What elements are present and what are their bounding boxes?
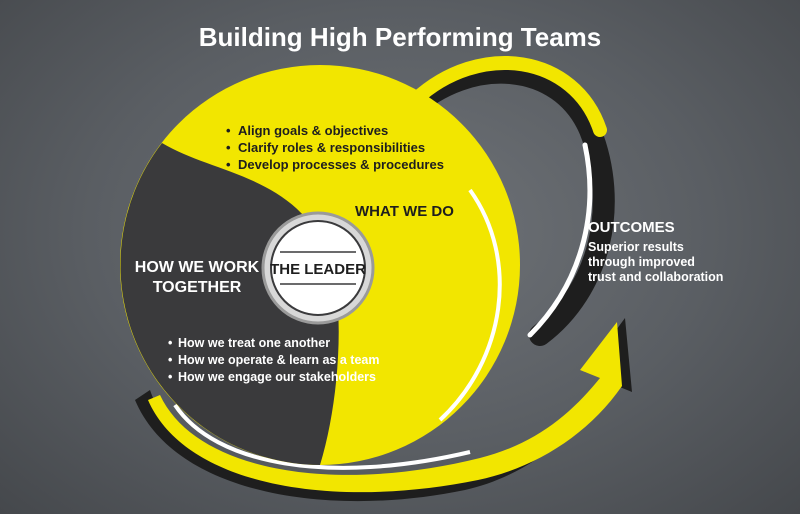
how-we-work-bullet: •: [168, 370, 172, 384]
outcomes-block: OUTCOMES Superior results through improv…: [588, 219, 723, 284]
swoosh-ring: [399, 55, 615, 346]
how-we-work-label-line1: HOW WE WORK: [135, 259, 260, 276]
list-item: How we treat one another: [178, 336, 330, 350]
list-item: How we engage our stakeholders: [178, 370, 376, 384]
how-we-work-list: • How we treat one another • How we oper…: [168, 336, 379, 384]
list-item: How we operate & learn as a team: [178, 353, 379, 367]
outcomes-line: Superior results: [588, 240, 684, 254]
leader-badge: THE LEADER: [261, 211, 375, 325]
outcome-arrow: [135, 318, 632, 502]
list-item: Develop processes & procedures: [238, 157, 444, 172]
outcomes-line: through improved: [588, 255, 695, 269]
outcomes-heading: OUTCOMES: [588, 219, 675, 236]
how-we-work-label-line2: TOGETHER: [153, 279, 242, 296]
outcomes-line: trust and collaboration: [588, 270, 723, 284]
what-we-do-bullet: •: [226, 140, 231, 155]
list-item: Clarify roles & responsibilities: [238, 140, 425, 155]
page-title: Building High Performing Teams: [199, 22, 602, 52]
what-we-do-list: • Align goals & objectives • Clarify rol…: [226, 123, 444, 172]
leader-label: THE LEADER: [270, 261, 366, 278]
what-we-do-label: WHAT WE DO: [355, 203, 454, 220]
what-we-do-bullet: •: [226, 157, 231, 172]
how-we-work-bullet: •: [168, 336, 172, 350]
how-we-work-bullet: •: [168, 353, 172, 367]
list-item: Align goals & objectives: [238, 123, 388, 138]
what-we-do-bullet: •: [226, 123, 231, 138]
